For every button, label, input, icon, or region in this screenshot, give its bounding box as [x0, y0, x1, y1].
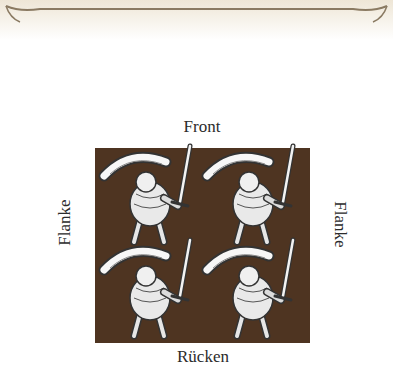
soldier-figure — [104, 146, 190, 242]
header-band — [0, 0, 393, 40]
flank-label: Flanke — [332, 201, 349, 247]
rear-label: Rücken — [177, 348, 229, 365]
header-rule — [6, 6, 387, 10]
soldier-figure — [207, 240, 293, 336]
soldier-figure — [104, 240, 190, 336]
soldier-figure — [207, 146, 293, 242]
front-label: Front — [184, 118, 221, 135]
flank-label: Flanke — [56, 199, 73, 245]
header-curl — [6, 6, 387, 22]
